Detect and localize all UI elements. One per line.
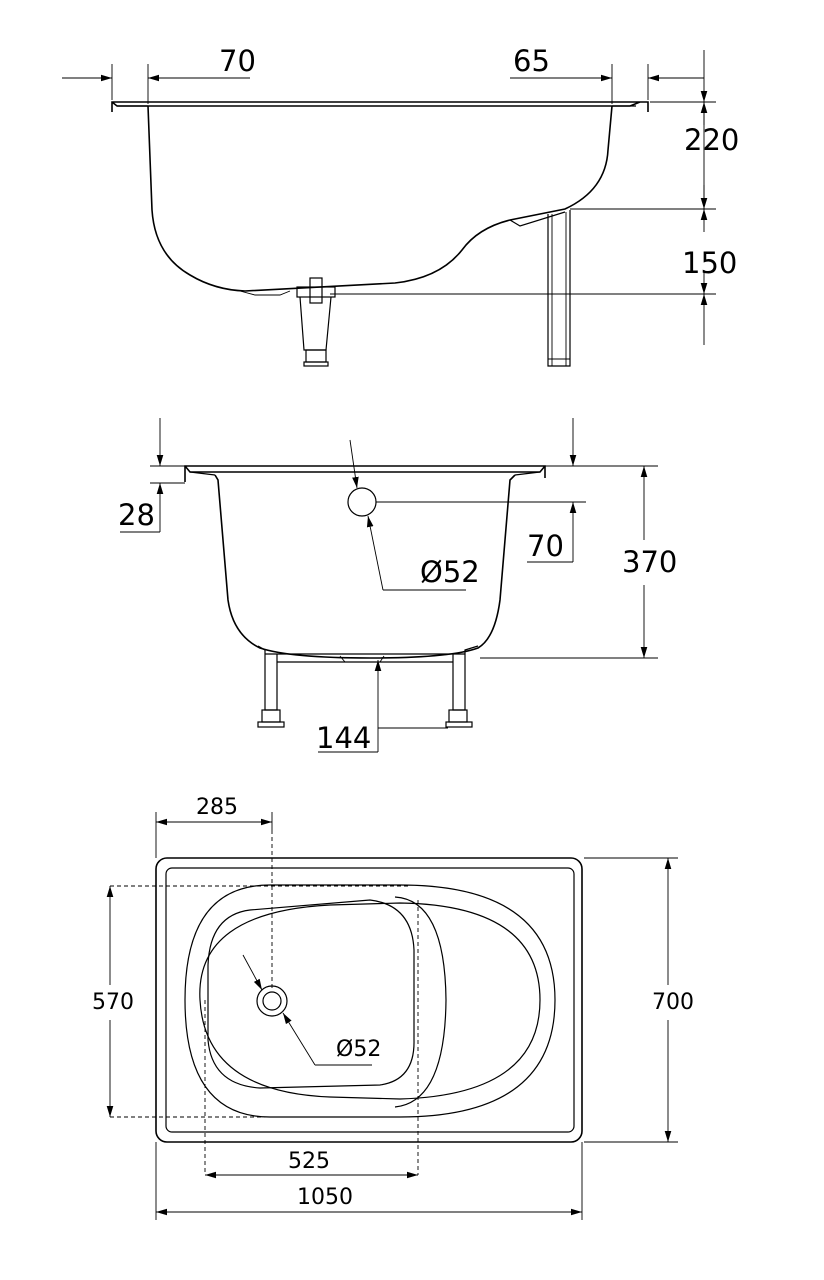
dim-inner-length: 525	[288, 1149, 330, 1174]
dim-overflow-diameter: Ø52	[420, 555, 480, 589]
top-basin-outline	[184, 884, 556, 1118]
dim-outer-width: 700	[652, 990, 694, 1015]
dim-total-height: 370	[622, 545, 677, 579]
front-tub-body	[214, 474, 516, 659]
dim-right-overhang: 65	[513, 44, 550, 78]
top-outer-rim	[155, 857, 583, 1143]
dim-drain-offset: 285	[196, 795, 238, 820]
dim-leg-height: 144	[316, 721, 371, 755]
dim-depth-upper: 220	[684, 123, 739, 157]
dim-inner-width: 570	[92, 990, 134, 1015]
front-legs	[257, 645, 479, 728]
top-basin-floor	[207, 899, 415, 1089]
dim-drain-diameter: Ø52	[336, 1037, 381, 1062]
drain-hole-inner	[262, 991, 282, 1011]
front-rim	[184, 465, 546, 482]
side-leg-right	[547, 210, 571, 367]
dim-rim-thickness: 28	[118, 498, 155, 532]
dim-outer-length: 1050	[297, 1185, 353, 1210]
dim-depth-lower: 150	[682, 246, 737, 280]
top-view: 285 570 700 Ø52 525 1050	[92, 795, 694, 1220]
top-seat	[394, 896, 447, 1108]
overflow-hole	[347, 487, 377, 517]
dim-overflow-offset: 70	[527, 529, 564, 563]
front-view: 28 70 370 Ø52 144	[118, 418, 677, 755]
side-view: 70 65 220 150	[62, 44, 739, 367]
side-leg-left	[296, 277, 336, 367]
drain-hole-outer	[256, 985, 288, 1017]
dim-left-overhang: 70	[219, 44, 256, 78]
side-rim	[111, 101, 649, 112]
side-tub-body	[147, 105, 613, 292]
